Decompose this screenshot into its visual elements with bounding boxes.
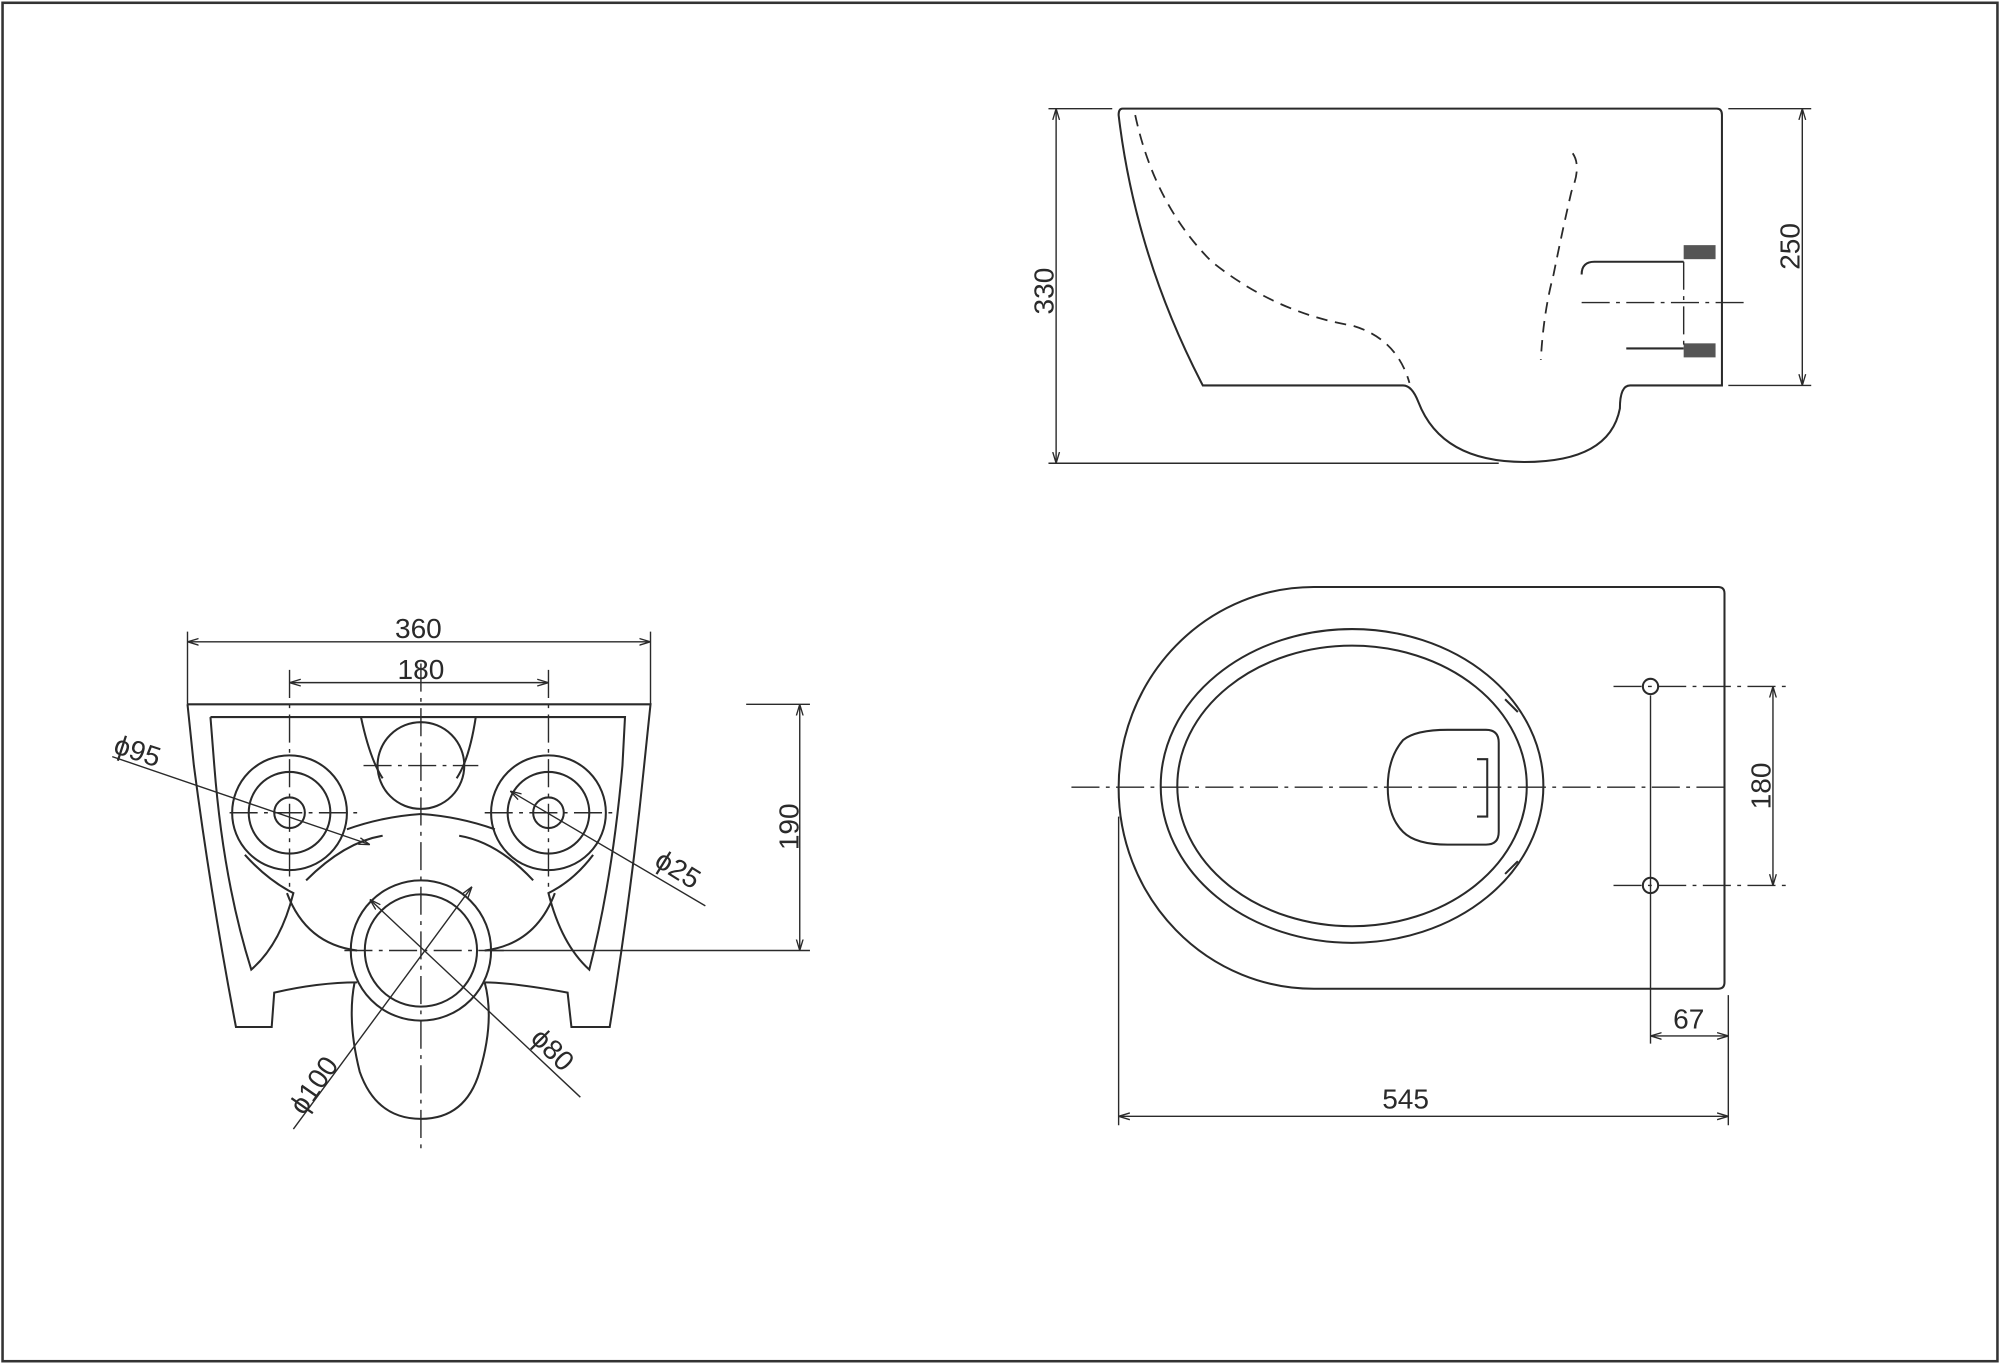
dim-bolt-offset: 67	[1673, 1003, 1704, 1034]
dim-overall-length: 545	[1382, 1084, 1429, 1115]
dim-front-width: 360	[395, 613, 442, 644]
side-view: 330 250	[1029, 107, 1812, 464]
bolt-thread-top	[1683, 245, 1716, 260]
dim-front-bolt-spacing: 180	[398, 654, 445, 685]
dim-outlet-inner-diameter: ϕ80	[525, 1022, 580, 1077]
dim-inlet-diameter: ϕ95	[110, 729, 164, 773]
top-view: 180 67 545	[1071, 585, 1786, 1126]
dim-outlet-height: 190	[773, 803, 804, 850]
dim-outlet-outer-diameter: ϕ100	[283, 1051, 344, 1120]
dim-bolt-hole-diameter: ϕ25	[650, 844, 706, 895]
dim-top-bolt-spacing: 180	[1745, 763, 1776, 810]
dim-overall-height: 330	[1029, 268, 1060, 315]
bolt-thread-bottom	[1683, 343, 1716, 358]
dim-body-height: 250	[1775, 223, 1806, 270]
front-view: 360 180 ϕ95 ϕ25 190 ϕ100 ϕ80	[110, 613, 810, 1149]
